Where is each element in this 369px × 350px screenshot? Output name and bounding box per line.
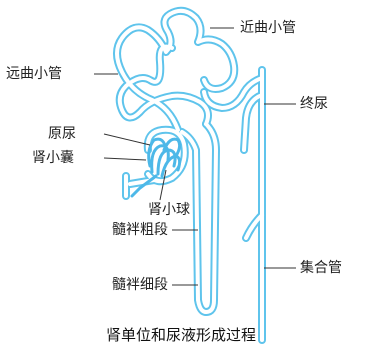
connecting-tubule-lumen [202, 76, 264, 110]
collecting-duct-branch-lower-lumen [244, 213, 264, 240]
label-distal-tubule: 远曲小管 [6, 66, 62, 82]
ascending-limb-lumen [204, 122, 218, 314]
label-thick-segment: 髓袢粗段 [112, 222, 168, 238]
leader-capsule [103, 157, 147, 161]
leader-lines [94, 27, 296, 286]
label-final-urine: 终尿 [300, 96, 328, 112]
label-bowmans-capsule: 肾小囊 [32, 150, 74, 166]
label-glomerulus: 肾小球 [148, 202, 190, 218]
label-collecting-duct: 集合管 [300, 260, 342, 276]
label-filtrate: 原尿 [48, 126, 76, 142]
diagram-caption: 肾单位和尿液形成过程 [106, 326, 257, 344]
leader-filtrate [103, 133, 151, 146]
descending-limb-lumen [180, 130, 208, 314]
label-proximal-tubule: 近曲小管 [240, 20, 296, 36]
tubule-inner [115, 8, 264, 342]
proximal-tubule-lumen [115, 8, 237, 132]
collecting-duct-branch-lumen [242, 93, 264, 152]
capillary-loop [150, 144, 170, 174]
capillary-loop [147, 137, 168, 168]
capillary-loop [162, 137, 182, 158]
capillary-loop [156, 148, 177, 176]
distal-tubule-lumen [117, 44, 210, 126]
glomerulus-tuft [130, 137, 182, 198]
label-thin-segment: 髓袢细段 [112, 277, 168, 293]
leader-glomerulus [159, 169, 167, 201]
afferent-arteriole [130, 174, 158, 198]
